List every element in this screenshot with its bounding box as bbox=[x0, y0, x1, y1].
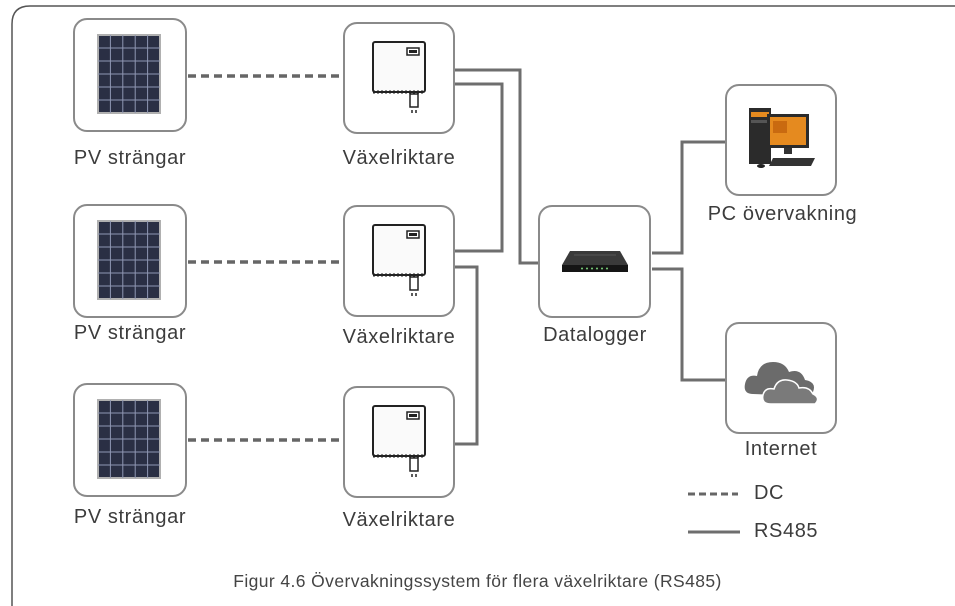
rs485-pc bbox=[652, 140, 725, 255]
figure-caption: Figur 4.6 Övervakningssystem för flera v… bbox=[233, 571, 722, 591]
dc-connections bbox=[188, 74, 340, 442]
pc-label: PC övervakning bbox=[707, 203, 858, 225]
solar-panel-icon bbox=[97, 34, 161, 114]
rs485-inv1-b bbox=[455, 82, 504, 253]
internet-label: Internet bbox=[744, 438, 818, 460]
pv-panel-box-3 bbox=[73, 383, 187, 497]
rs485-connections bbox=[455, 68, 725, 446]
rs485-inv2 bbox=[455, 265, 479, 446]
rs485-internet bbox=[652, 267, 725, 382]
computer-icon bbox=[749, 108, 815, 168]
inverter-box-3 bbox=[343, 386, 455, 498]
pv-label-2: PV strängar bbox=[73, 322, 187, 344]
legend-dc-label: DC bbox=[754, 482, 785, 504]
pv-panel-box-2 bbox=[73, 204, 187, 318]
inverter-icon bbox=[372, 41, 426, 113]
solar-panel-icon bbox=[97, 220, 161, 300]
inverter-label-2: Växelriktare bbox=[342, 326, 456, 348]
cloud-icon bbox=[744, 362, 819, 405]
solar-panel-icon bbox=[97, 399, 161, 479]
router-icon bbox=[562, 251, 628, 272]
pc-box bbox=[725, 84, 837, 196]
inverter-icon bbox=[372, 405, 426, 477]
pv-label-3: PV strängar bbox=[73, 506, 187, 528]
pv-label-1: PV strängar bbox=[73, 147, 187, 169]
inverter-icon bbox=[372, 224, 426, 296]
internet-box bbox=[725, 322, 837, 434]
datalogger-label: Datalogger bbox=[543, 324, 647, 346]
inverter-box-1 bbox=[343, 22, 455, 134]
rs485-inv1-a bbox=[455, 68, 538, 265]
pv-panel-box-1 bbox=[73, 18, 187, 132]
inverter-label-1: Växelriktare bbox=[342, 147, 456, 169]
inverter-label-3: Växelriktare bbox=[342, 509, 456, 531]
datalogger-box bbox=[538, 205, 651, 318]
inverter-box-2 bbox=[343, 205, 455, 317]
legend-rs485-label: RS485 bbox=[754, 520, 819, 542]
